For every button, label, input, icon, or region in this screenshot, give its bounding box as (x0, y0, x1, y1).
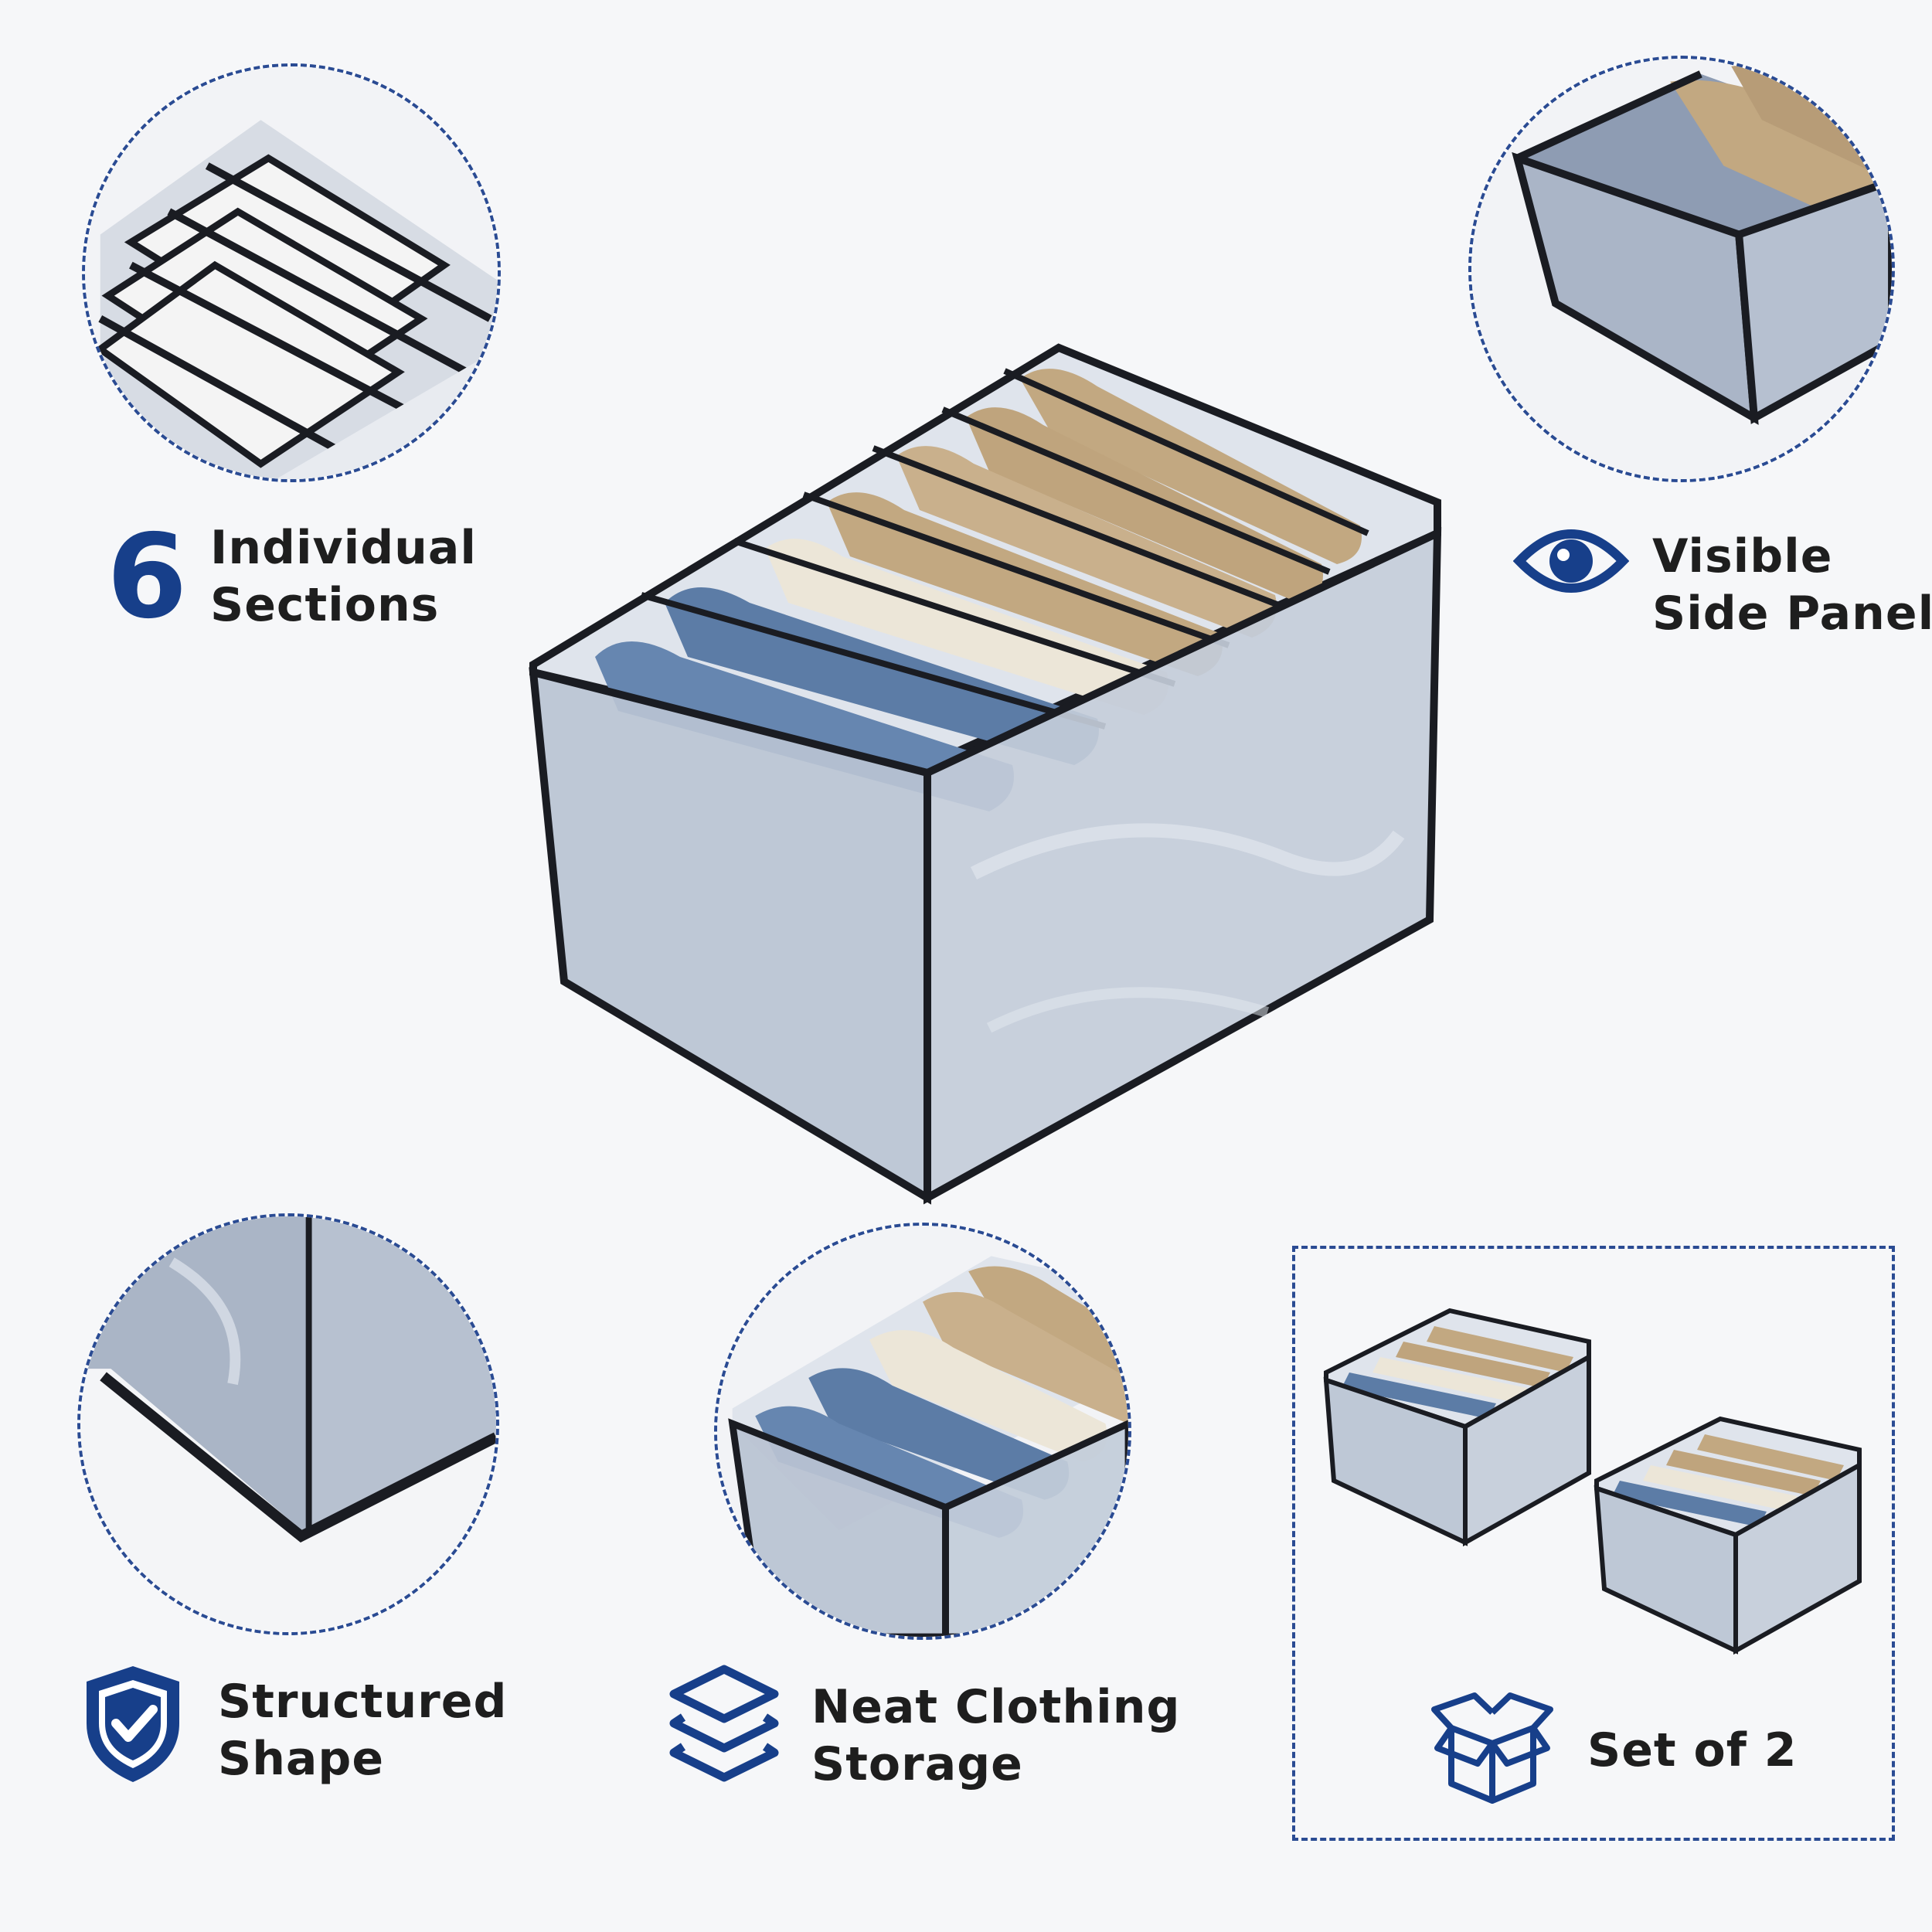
sections-label-line2: Sections (210, 578, 440, 632)
set-of-two-image (1323, 1308, 1862, 1655)
open-box-icon (1431, 1692, 1553, 1804)
neat-storage-closeup-image (717, 1226, 1128, 1637)
side-panel-closeup-circle (1468, 56, 1895, 482)
shield-check-icon (87, 1666, 179, 1782)
visible-label-line2: Side Panels (1652, 587, 1932, 641)
stack-layers-icon (669, 1665, 779, 1782)
structured-label-line1: Structured (218, 1675, 508, 1729)
visible-label-line1: Visible (1652, 529, 1833, 583)
eye-icon (1513, 529, 1629, 593)
sections-label-line1: Individual (210, 521, 477, 575)
corner-closeup-image (80, 1216, 496, 1632)
main-product-image (529, 343, 1442, 1205)
neat-label-line1: Neat Clothing (811, 1680, 1181, 1734)
sections-label: Individual Sections (210, 519, 477, 634)
neat-label-line2: Storage (811, 1737, 1023, 1791)
corner-closeup-circle (77, 1213, 499, 1635)
sections-closeup-image (85, 66, 498, 479)
structured-label-line2: Shape (218, 1732, 385, 1786)
structured-label: Structured Shape (218, 1673, 507, 1787)
side-panel-closeup-image (1471, 59, 1892, 479)
neat-storage-closeup-circle (714, 1223, 1131, 1640)
set-of-two-panel (1292, 1246, 1895, 1841)
sections-closeup-circle (82, 63, 501, 482)
set-label: Set of 2 (1587, 1723, 1798, 1777)
neat-label: Neat Clothing Storage (811, 1679, 1180, 1793)
sections-number: 6 (107, 510, 188, 645)
visible-label: Visible Side Panels (1652, 528, 1932, 642)
